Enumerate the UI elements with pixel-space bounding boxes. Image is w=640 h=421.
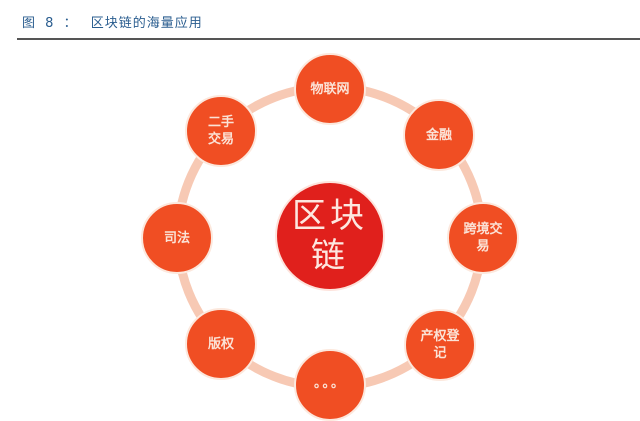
node-label: 产权登记 [420,329,460,361]
node-label: 二手交易 [207,115,234,147]
figure-caption: 图 8 ： 区块链的海量应用 [22,12,203,31]
node-finance: 金融 [403,99,475,171]
node-label: 金融 [425,127,452,143]
center-node-blockchain: 区块链 [277,183,383,289]
node-more: 。。。 [294,349,366,421]
node-copyright: 版权 [185,308,257,380]
figure-number: 8 [45,16,55,31]
caption-separator: ： [63,16,78,31]
caption-underline [17,38,640,40]
node-property-registration: 产权登记 [404,309,476,381]
node-second-hand-trade: 二手交易 [185,95,257,167]
node-judiciary: 司法 [141,202,213,274]
figure-title: 区块链的海量应用 [90,16,203,31]
node-label: 。。。 [313,376,346,391]
node-label: 物联网 [310,81,350,97]
node-cross-border-trade: 跨境交易 [447,202,519,274]
node-label: 跨境交易 [463,222,503,254]
node-iot: 物联网 [294,53,366,125]
center-node-label: 区块链 [292,196,368,276]
figure-label: 图 [22,16,37,31]
node-label: 司法 [163,230,190,246]
node-label: 版权 [207,336,234,352]
